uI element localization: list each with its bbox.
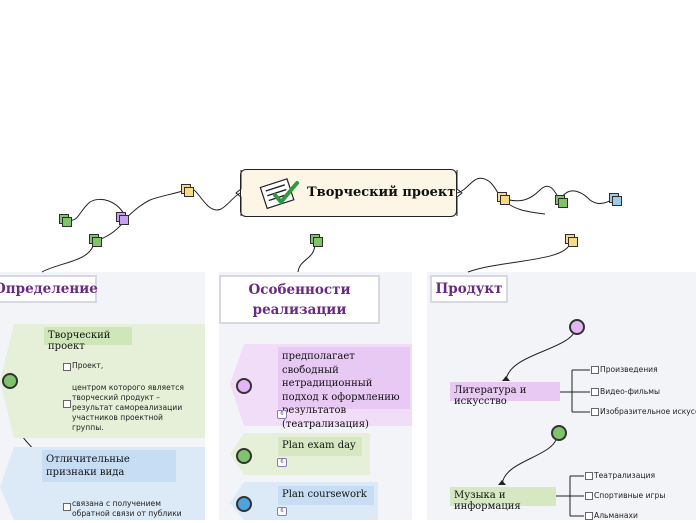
note-icon[interactable] [497,192,510,205]
product-lit-item-0: Произведения [600,365,658,374]
product-music-item-1: Спортивные игры [594,491,666,500]
features-plan-course[interactable]: Plan coursework [278,486,374,505]
product-music-item-0: Театрализация [594,471,656,480]
note-icon[interactable] [181,184,194,197]
note-icon[interactable] [555,195,568,208]
header-product[interactable]: Продукт [430,275,508,303]
definition-node-2[interactable]: Отличительные признаки вида [42,450,176,482]
header-features[interactable]: Особенности реализации [219,275,380,324]
note-icon[interactable] [89,234,102,247]
expand-circle[interactable] [236,448,252,464]
root-topic[interactable]: Творческий проект [240,169,457,217]
checkbox[interactable] [591,388,599,396]
product-music[interactable]: Музыка и информация [450,487,556,512]
root-notches [235,170,463,216]
definition-node-1[interactable]: Творческий проект [44,327,132,352]
checkbox[interactable] [63,363,71,371]
note-icon[interactable] [59,214,72,227]
expand-circle[interactable] [236,378,252,394]
checkbox[interactable] [591,366,599,374]
product-literature[interactable]: Литература и искусство [450,382,560,407]
note-icon[interactable] [116,212,129,225]
product-lit-item-1: Видео-фильмы [600,387,660,396]
expand-circle[interactable] [551,425,567,441]
note-icon[interactable] [565,234,578,247]
product-lit-item-2: Изобразительное искусство [600,407,696,416]
header-definition[interactable]: Определение [0,275,98,303]
note-icon[interactable] [310,234,323,247]
definition-group-bg [0,324,205,438]
definition-item-feedback: связана с получением обратной связи от п… [72,499,182,518]
checkbox[interactable] [63,503,71,511]
checkbox[interactable] [585,492,593,500]
checklist-icon [259,178,299,209]
root-title: Творческий проект [307,185,456,200]
checkbox[interactable] [585,472,593,480]
definition-item-desc: центром которого является творческий про… [72,383,184,432]
note-icon[interactable] [609,193,622,206]
definition-item-project: Проект, [72,361,104,370]
expand-circle[interactable] [569,319,585,335]
note-badge[interactable]: 6 [277,507,287,516]
checkbox[interactable] [63,400,71,408]
expand-circle[interactable] [236,496,252,512]
features-plan-exam[interactable]: Plan exam day [278,437,362,456]
note-badge[interactable]: 6 [277,458,287,467]
features-approach[interactable]: предполагает свободный нетрадиционный по… [278,347,410,430]
expand-circle[interactable] [2,373,18,389]
checkbox[interactable] [591,408,599,416]
product-music-item-2: Альманахи [594,511,638,520]
note-badge[interactable]: 6 [277,410,287,419]
